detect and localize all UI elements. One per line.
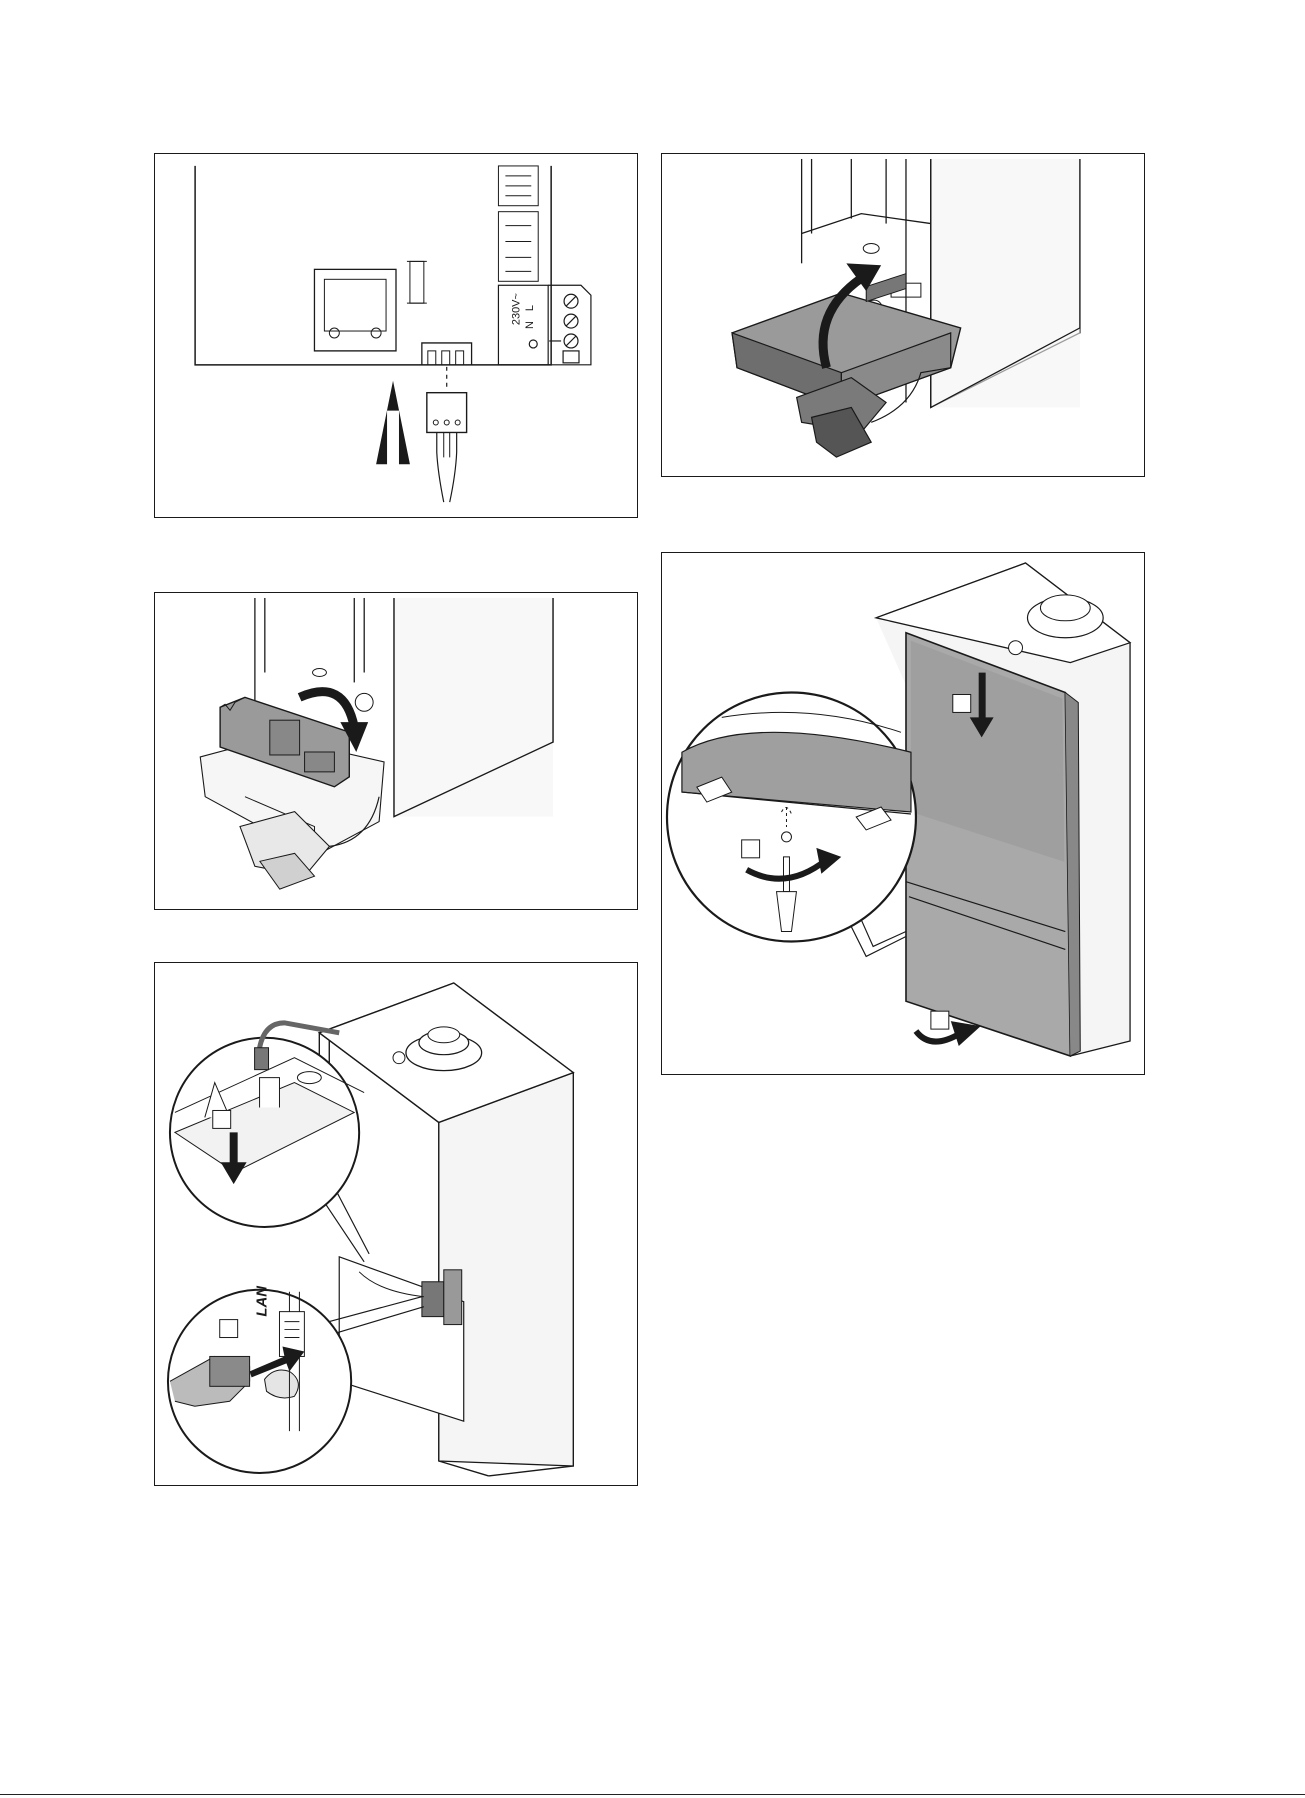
lan-port-label: LAN bbox=[254, 1285, 271, 1317]
figure-lan-connection: LAN bbox=[154, 962, 638, 1486]
up-arrow-icon bbox=[376, 381, 410, 465]
front-casing-illustration bbox=[662, 553, 1144, 1074]
page-footer-rule bbox=[0, 1794, 1305, 1795]
power-connector-illustration: 230V~ L N bbox=[155, 154, 637, 517]
step-a-marker bbox=[953, 694, 971, 712]
figure-front-casing bbox=[661, 552, 1145, 1075]
step-a-marker bbox=[213, 1110, 231, 1128]
step-b-marker bbox=[220, 1320, 238, 1338]
voltage-label: 230V~ bbox=[510, 293, 522, 325]
figure-power-connector: 230V~ L N bbox=[154, 153, 638, 518]
lower-electronics-illustration bbox=[155, 593, 637, 909]
neutral-label: N bbox=[524, 321, 536, 329]
step-c-marker bbox=[931, 1011, 949, 1029]
step-b-marker bbox=[742, 840, 760, 858]
live-label: L bbox=[524, 305, 536, 311]
lift-electronics-illustration bbox=[662, 154, 1144, 476]
lan-connection-illustration: LAN bbox=[155, 963, 637, 1485]
figure-lift-electronics-box bbox=[661, 153, 1145, 477]
figure-lower-electronics-box bbox=[154, 592, 638, 910]
